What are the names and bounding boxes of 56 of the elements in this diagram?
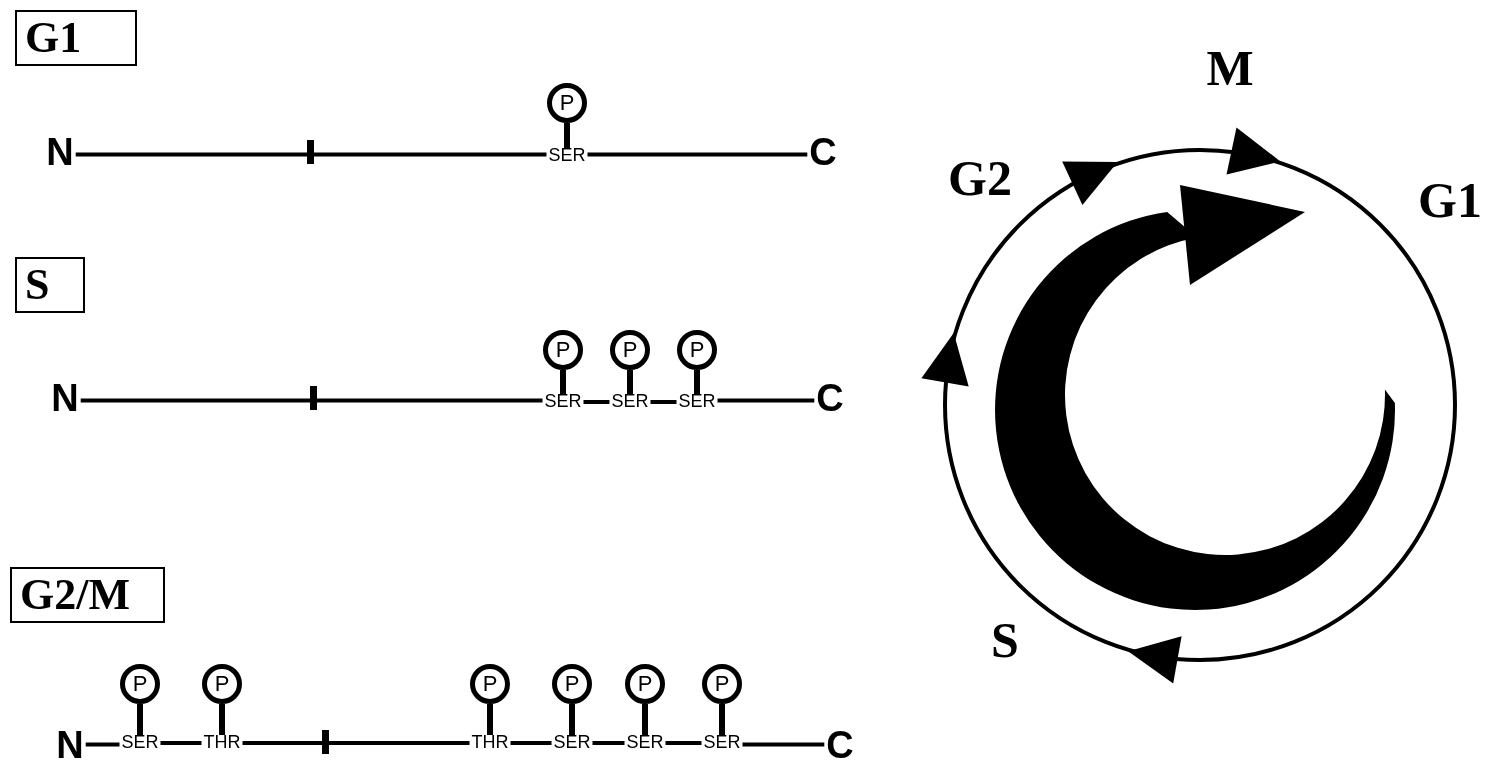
phosphate-circle: P	[610, 330, 650, 370]
protein-backbone	[650, 400, 677, 404]
protein-backbone	[742, 742, 825, 747]
phosphate-bond	[569, 704, 575, 735]
phosphate-circle: P	[702, 664, 742, 704]
residue-label: SER	[703, 733, 741, 751]
protein-backbone	[717, 398, 815, 403]
phosphate-circle: P	[120, 664, 160, 704]
phase-label: G1	[1418, 171, 1482, 229]
phosphate-circle: P	[552, 664, 592, 704]
phosphate-bond	[219, 704, 225, 735]
terminus-label: N	[56, 725, 84, 763]
phase-label: M	[1206, 39, 1254, 97]
phosphate-circle: P	[543, 330, 583, 370]
residue-label: SER	[611, 392, 649, 410]
protein-backbone	[242, 741, 470, 745]
phosphate-bond	[694, 370, 700, 394]
phosphate-bond	[560, 370, 566, 394]
residue-label: SER	[553, 733, 591, 751]
residue-label: SER	[678, 392, 716, 410]
protein-backbone	[592, 741, 625, 745]
phosphate-circle: P	[202, 664, 242, 704]
terminus-label: N	[46, 132, 74, 172]
phosphate-bond	[719, 704, 725, 735]
protein-backbone	[85, 742, 120, 747]
terminus-label: N	[51, 378, 79, 418]
protein-backbone	[75, 152, 547, 157]
phosphate-circle: P	[677, 330, 717, 370]
terminus-label: C	[809, 132, 837, 172]
phosphate-bond	[642, 704, 648, 735]
phase-label: G2	[948, 149, 1012, 207]
protein-backbone	[587, 152, 808, 157]
protein-backbone	[80, 398, 543, 403]
phosphate-circle: P	[547, 83, 587, 123]
phosphate-bond	[137, 704, 143, 735]
phase-label: S	[15, 257, 85, 313]
residue-label: SER	[548, 146, 586, 164]
phosphate-bond	[487, 704, 493, 735]
phase-label: G1	[15, 10, 137, 66]
residue-label: THR	[471, 733, 509, 751]
residue-label: SER	[121, 733, 159, 751]
phase-label: S	[991, 611, 1019, 669]
protein-backbone	[510, 741, 552, 745]
phosphate-bond	[627, 370, 633, 394]
protein-backbone	[665, 741, 702, 745]
phase-label: G2/M	[10, 567, 165, 623]
protein-backbone	[160, 741, 202, 745]
residue-label: THR	[203, 733, 241, 751]
terminus-label: C	[816, 378, 844, 418]
protein-backbone	[583, 400, 610, 404]
residue-label: SER	[626, 733, 664, 751]
residue-label: SER	[544, 392, 582, 410]
phosphate-circle: P	[625, 664, 665, 704]
phosphate-bond	[564, 123, 570, 148]
phosphate-circle: P	[470, 664, 510, 704]
terminus-label: C	[826, 725, 854, 763]
